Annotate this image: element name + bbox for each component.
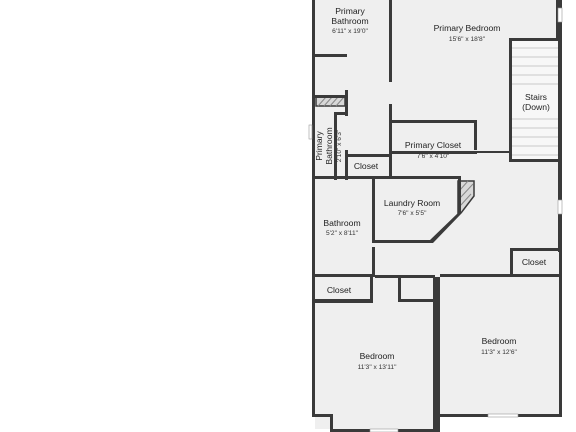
laundry-room-dims: 7'6" x 5'5" (398, 210, 427, 217)
bedroom-left-label: Bedroom (360, 351, 395, 361)
primary-bathroom-small-group: Primary Bathroom 2'10" x 6'3" (314, 127, 343, 164)
closet-left-label: Closet (327, 285, 352, 295)
walls (312, 0, 562, 432)
primary-bathroom-top-label-2: Bathroom (331, 16, 368, 26)
closet-small-top-label: Closet (354, 161, 379, 171)
stairs-steps (512, 41, 558, 159)
primary-bathroom-small-label-1: Primary (314, 131, 324, 161)
laundry-room-label: Laundry Room (384, 198, 440, 208)
hatched-fixture-laundry (457, 180, 475, 214)
primary-bedroom-dims: 15'6" x 18'8" (449, 36, 486, 43)
bathroom-dims: 5'2" x 8'11" (326, 230, 359, 237)
primary-closet-dims: 7'6" x 4'10" (417, 153, 450, 160)
window-marks (308, 7, 563, 432)
primary-bathroom-top-label-1: Primary (335, 6, 365, 16)
primary-closet-label: Primary Closet (405, 140, 462, 150)
floor-area (312, 0, 562, 429)
closet-right-label: Closet (522, 257, 547, 267)
primary-bathroom-small-label-2: Bathroom (324, 127, 334, 164)
bathroom-label: Bathroom (323, 218, 360, 228)
stairs-label: Stairs (525, 92, 547, 102)
bedroom-right-dims: 11'3" x 12'6" (481, 349, 517, 356)
stairs-note: (Down) (522, 102, 550, 112)
bedroom-right-label: Bedroom (482, 336, 517, 346)
primary-bathroom-small-dims: 2'10" x 6'3" (336, 129, 343, 162)
bedroom-left-dims: 11'3" x 13'11" (358, 364, 398, 371)
hatched-fixture-bath (315, 96, 346, 107)
primary-bedroom-label: Primary Bedroom (434, 23, 501, 33)
primary-bathroom-top-dims: 6'11" x 19'0" (332, 28, 368, 35)
